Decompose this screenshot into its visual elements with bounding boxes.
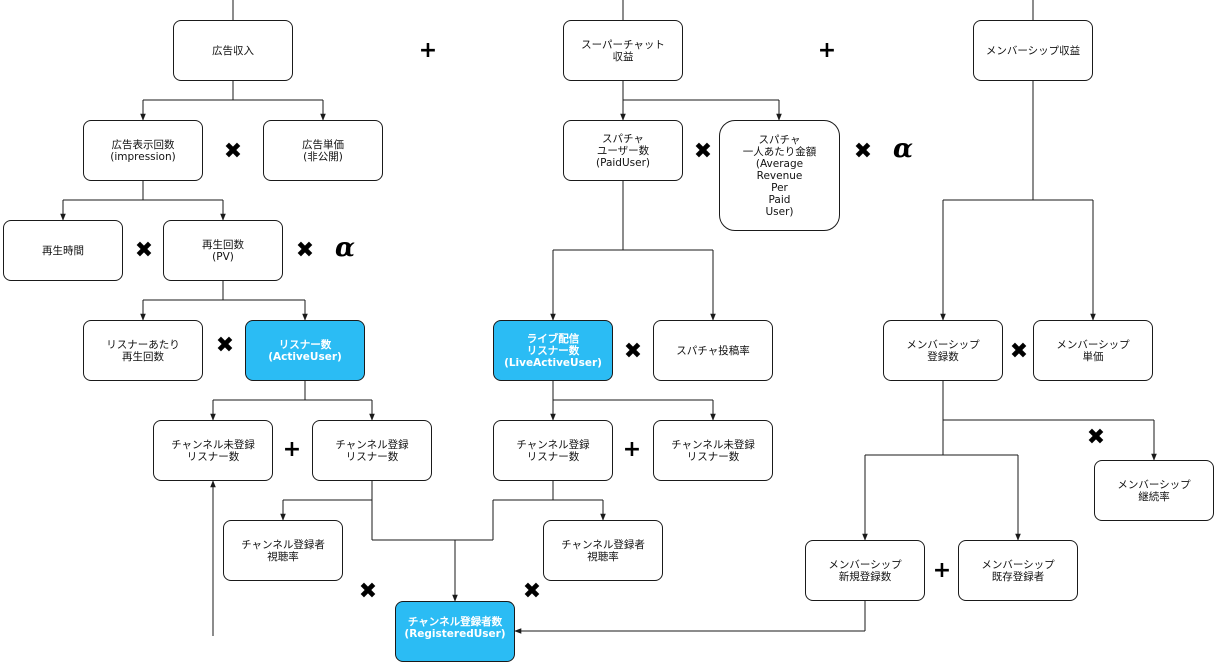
node-unregistered-listeners-left: チャンネル未登録 リスナー数: [153, 420, 273, 481]
times-operator: ✖: [223, 138, 243, 164]
node-registered-users: チャンネル登録者数 (RegisteredUser): [395, 601, 515, 662]
node-membership-revenue: メンバーシップ収益: [973, 20, 1093, 81]
node-superchat-users: スパチャ ユーザー数 (PaidUser): [563, 120, 683, 181]
node-subscriber-view-rate-left: チャンネル登録者 視聴率: [223, 520, 343, 581]
node-registered-listeners-right: チャンネル登録 リスナー数: [493, 420, 613, 481]
node-registered-listeners-left: チャンネル登録 リスナー数: [312, 420, 432, 481]
node-subscriber-view-rate-right: チャンネル登録者 視聴率: [543, 520, 663, 581]
node-play-time: 再生時間: [3, 220, 123, 281]
node-play-count: 再生回数 (PV): [163, 220, 283, 281]
node-live-listeners: ライブ配信 リスナー数 (LiveActiveUser): [493, 320, 613, 381]
node-ad-unit-price: 広告単価 (非公開): [263, 120, 383, 181]
plus-operator: +: [418, 37, 438, 63]
times-operator: ✖: [215, 332, 235, 358]
alpha-symbol: α: [892, 134, 913, 164]
alpha-symbol: α: [334, 233, 355, 263]
times-operator: ✖: [134, 237, 154, 263]
times-operator: ✖: [1009, 338, 1029, 364]
plus-operator: +: [817, 37, 837, 63]
node-membership-unit-price: メンバーシップ 単価: [1033, 320, 1153, 381]
node-membership-new: メンバーシップ 新規登録数: [805, 540, 925, 601]
times-operator: ✖: [623, 338, 643, 364]
node-superchat-post-rate: スパチャ投稿率: [653, 320, 773, 381]
node-plays-per-listener: リスナーあたり 再生回数: [83, 320, 203, 381]
node-membership-retention: メンバーシップ 継続率: [1094, 460, 1214, 521]
plus-operator: +: [622, 436, 642, 462]
times-operator: ✖: [358, 578, 378, 604]
node-superchat-arppu: スパチャ 一人あたり金額 (Average Revenue Per Paid U…: [719, 120, 840, 231]
times-operator: ✖: [522, 578, 542, 604]
node-active-users: リスナー数 (ActiveUser): [245, 320, 365, 381]
times-operator: ✖: [295, 237, 315, 263]
connector-lines: [60, 0, 1157, 636]
node-ad-impressions: 広告表示回数 (impression): [83, 120, 203, 181]
node-membership-registrations: メンバーシップ 登録数: [883, 320, 1003, 381]
node-superchat-revenue: スーパーチャット 収益: [563, 20, 683, 81]
node-membership-existing: メンバーシップ 既存登録者: [958, 540, 1078, 601]
node-unregistered-listeners-right: チャンネル未登録 リスナー数: [653, 420, 773, 481]
times-operator: ✖: [1086, 424, 1106, 450]
plus-operator: +: [932, 557, 952, 583]
plus-operator: +: [282, 436, 302, 462]
times-operator: ✖: [853, 138, 873, 164]
times-operator: ✖: [693, 138, 713, 164]
node-ad-revenue: 広告収入: [173, 20, 293, 81]
